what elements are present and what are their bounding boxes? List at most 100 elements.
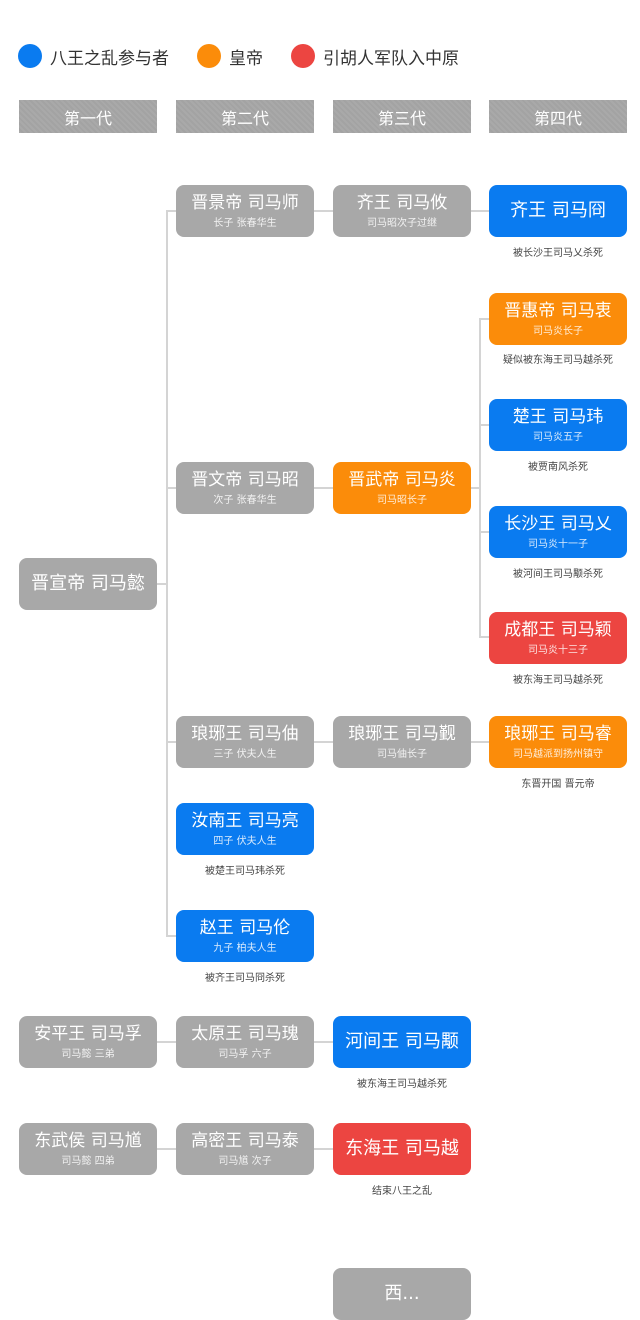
legend-item-emperor: 皇帝 bbox=[197, 44, 263, 69]
connector-line bbox=[479, 318, 481, 637]
node-subtitle: 四子 伏夫人生 bbox=[213, 835, 277, 847]
legend: 八王之乱参与者 皇帝 引胡人军队入中原 bbox=[18, 40, 487, 72]
node-name: 琅琊王 司马伷 bbox=[191, 723, 299, 744]
legend-label: 八王之乱参与者 bbox=[50, 48, 169, 69]
node-name: 齐王 司马冏 bbox=[510, 200, 606, 221]
legend-label: 引胡人军队入中原 bbox=[323, 48, 459, 69]
node-name: 汝南王 司马亮 bbox=[191, 810, 299, 831]
connector-line bbox=[166, 741, 176, 743]
node-name: 琅琊王 司马睿 bbox=[504, 723, 612, 744]
node-name: 安平王 司马孚 bbox=[34, 1023, 142, 1044]
node-name: 晋武帝 司马炎 bbox=[348, 469, 456, 490]
legend-item-participant: 八王之乱参与者 bbox=[18, 44, 169, 69]
node-subtitle: 司马馗 次子 bbox=[218, 1155, 272, 1167]
node-name: 高密王 司马泰 bbox=[191, 1130, 299, 1151]
node-sima-lun[interactable]: 赵王 司马伦 九子 柏夫人生 bbox=[176, 910, 314, 962]
node-name: 长沙王 司马乂 bbox=[504, 513, 612, 534]
node-name: 晋景帝 司马师 bbox=[191, 192, 299, 213]
node-note: 结束八王之乱 bbox=[372, 1186, 432, 1197]
node-subtitle: 司马炎五子 bbox=[533, 431, 583, 443]
legend-label: 皇帝 bbox=[229, 48, 263, 69]
connector-line bbox=[166, 210, 168, 936]
connector-line bbox=[314, 1041, 333, 1043]
node-name: 东武侯 司马馗 bbox=[34, 1130, 142, 1151]
legend-item-hu-army: 引胡人军队入中原 bbox=[291, 44, 459, 69]
connector-line bbox=[479, 636, 489, 638]
node-name: 晋文帝 司马昭 bbox=[191, 469, 299, 490]
connector-line bbox=[314, 1148, 333, 1150]
node-subtitle: 司马昭长子 bbox=[377, 494, 427, 506]
node-sima-shi[interactable]: 晋景帝 司马师 长子 张春华生 bbox=[176, 185, 314, 237]
node-name: 赵王 司马伦 bbox=[199, 917, 291, 938]
connector-line bbox=[314, 487, 333, 489]
node-sima-wei[interactable]: 楚王 司马玮 司马炎五子 bbox=[489, 399, 627, 451]
node-note: 被贾南风杀死 bbox=[528, 462, 588, 473]
connector-line bbox=[314, 741, 333, 743]
node-sima-zhong[interactable]: 晋惠帝 司马衷 司马炎长子 bbox=[489, 293, 627, 345]
node-sima-yan[interactable]: 晋武帝 司马炎 司马昭长子 bbox=[333, 462, 471, 514]
node-note: 被楚王司马玮杀死 bbox=[205, 866, 285, 877]
connector-line bbox=[157, 583, 166, 585]
node-name: 太原王 司马瑰 bbox=[191, 1023, 299, 1044]
node-subtitle: 司马懿 四弟 bbox=[61, 1155, 115, 1167]
node-note: 被东海王司马越杀死 bbox=[357, 1079, 447, 1090]
node-subtitle: 司马懿 三弟 bbox=[61, 1048, 115, 1060]
node-sima-kui[interactable]: 东武侯 司马馗 司马懿 四弟 bbox=[19, 1123, 157, 1175]
node-note: 被齐王司马冏杀死 bbox=[205, 973, 285, 984]
node-sima-fu[interactable]: 安平王 司马孚 司马懿 三弟 bbox=[19, 1016, 157, 1068]
connector-line bbox=[166, 210, 176, 212]
generation-header-3: 第三代 bbox=[333, 100, 471, 133]
node-name: 齐王 司马攸 bbox=[356, 192, 448, 213]
node-subtitle: 司马伷长子 bbox=[377, 748, 427, 760]
node-note: 东晋开国 晋元帝 bbox=[521, 779, 595, 790]
node-subtitle: 司马炎十一子 bbox=[528, 538, 588, 550]
node-partial[interactable]: 西... bbox=[333, 1268, 471, 1320]
node-sima-rui[interactable]: 琅琊王 司马睿 司马越派到扬州镇守 bbox=[489, 716, 627, 768]
connector-line bbox=[479, 424, 489, 426]
node-note: 被长沙王司马乂杀死 bbox=[513, 248, 603, 259]
node-sima-ai[interactable]: 长沙王 司马乂 司马炎十一子 bbox=[489, 506, 627, 558]
node-name: 琅琊王 司马觐 bbox=[348, 723, 456, 744]
connector-line bbox=[479, 531, 489, 533]
node-name: 晋宣帝 司马懿 bbox=[31, 573, 145, 594]
node-sima-gui[interactable]: 太原王 司马瑰 司马孚 六子 bbox=[176, 1016, 314, 1068]
connector-line bbox=[479, 318, 489, 320]
connector-line bbox=[166, 487, 176, 489]
blue-dot-icon bbox=[18, 44, 42, 68]
node-sima-yi[interactable]: 晋宣帝 司马懿 bbox=[19, 558, 157, 610]
connector-line bbox=[166, 935, 176, 937]
node-name: 晋惠帝 司马衷 bbox=[504, 300, 612, 321]
node-sima-liang[interactable]: 汝南王 司马亮 四子 伏夫人生 bbox=[176, 803, 314, 855]
node-name: 河间王 司马颙 bbox=[345, 1031, 459, 1052]
node-subtitle: 司马昭次子过继 bbox=[367, 217, 437, 229]
node-note: 被河间王司马颙杀死 bbox=[513, 569, 603, 580]
node-sima-jiong[interactable]: 齐王 司马冏 bbox=[489, 185, 627, 237]
node-sima-jin[interactable]: 琅琊王 司马觐 司马伷长子 bbox=[333, 716, 471, 768]
node-subtitle: 司马炎十三子 bbox=[528, 644, 588, 656]
generation-header-2: 第二代 bbox=[176, 100, 314, 133]
connector-line bbox=[157, 1041, 176, 1043]
connector-line bbox=[471, 741, 489, 743]
red-dot-icon bbox=[291, 44, 315, 68]
generation-header-4: 第四代 bbox=[489, 100, 627, 133]
node-sima-ying[interactable]: 成都王 司马颖 司马炎十三子 bbox=[489, 612, 627, 664]
node-note: 疑似被东海王司马越杀死 bbox=[503, 355, 613, 366]
node-subtitle: 长子 张春华生 bbox=[213, 217, 277, 229]
node-sima-zhao[interactable]: 晋文帝 司马昭 次子 张春华生 bbox=[176, 462, 314, 514]
node-name: 楚王 司马玮 bbox=[512, 406, 604, 427]
node-subtitle: 九子 柏夫人生 bbox=[213, 942, 277, 954]
node-sima-tai[interactable]: 高密王 司马泰 司马馗 次子 bbox=[176, 1123, 314, 1175]
node-subtitle: 次子 张春华生 bbox=[213, 494, 277, 506]
connector-line bbox=[314, 210, 333, 212]
node-subtitle: 司马越派到扬州镇守 bbox=[513, 748, 603, 760]
node-sima-yue[interactable]: 东海王 司马越 bbox=[333, 1123, 471, 1175]
node-sima-yong[interactable]: 河间王 司马颙 bbox=[333, 1016, 471, 1068]
node-sima-you[interactable]: 齐王 司马攸 司马昭次子过继 bbox=[333, 185, 471, 237]
node-name: 东海王 司马越 bbox=[345, 1138, 459, 1159]
node-sima-zhou[interactable]: 琅琊王 司马伷 三子 伏夫人生 bbox=[176, 716, 314, 768]
orange-dot-icon bbox=[197, 44, 221, 68]
generation-header-1: 第一代 bbox=[19, 100, 157, 133]
connector-line bbox=[471, 487, 480, 489]
node-subtitle: 司马炎长子 bbox=[533, 325, 583, 337]
node-subtitle: 三子 伏夫人生 bbox=[213, 748, 277, 760]
